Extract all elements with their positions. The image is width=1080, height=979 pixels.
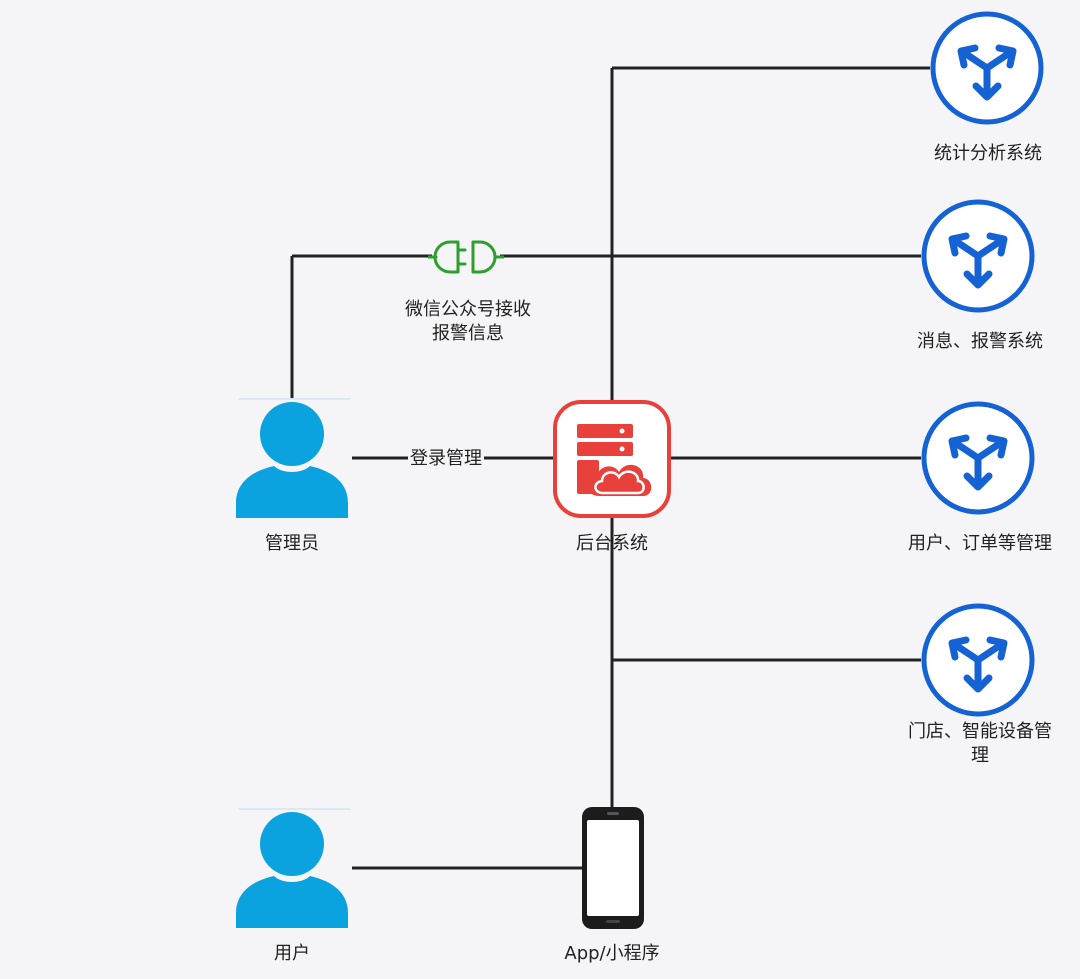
stats-system-label: 统计分析系统 xyxy=(934,143,1042,164)
store-system-label-line2: 理 xyxy=(971,745,989,766)
backend-label: 后台系统 xyxy=(576,533,648,554)
smartphone-icon xyxy=(582,807,644,929)
order-system-label: 用户、订单等管理 xyxy=(908,533,1052,554)
store-system-label-line1: 门店、智能设备管 xyxy=(908,721,1052,742)
alarm-system-icon xyxy=(921,199,1035,313)
admin-label: 管理员 xyxy=(265,533,319,554)
user-label: 用户 xyxy=(274,943,310,964)
plug-label-line1: 微信公众号接收 xyxy=(405,299,531,320)
backend-server-cloud-icon xyxy=(553,400,671,518)
alarm-system-label: 消息、报警系统 xyxy=(917,331,1043,352)
app-label: App/小程序 xyxy=(564,943,660,964)
admin-person-icon xyxy=(236,398,350,518)
plug-label: 微信公众号接收 报警信息 xyxy=(405,298,531,346)
login-management-label: 登录管理 xyxy=(408,447,484,471)
store-system-icon xyxy=(921,603,1035,717)
plug-icon xyxy=(428,240,504,274)
user-person-icon xyxy=(236,808,350,928)
plug-label-line2: 报警信息 xyxy=(432,323,504,344)
stats-system-icon xyxy=(930,11,1044,125)
store-system-label: 门店、智能设备管 理 xyxy=(908,720,1052,768)
order-system-icon xyxy=(921,401,1035,515)
